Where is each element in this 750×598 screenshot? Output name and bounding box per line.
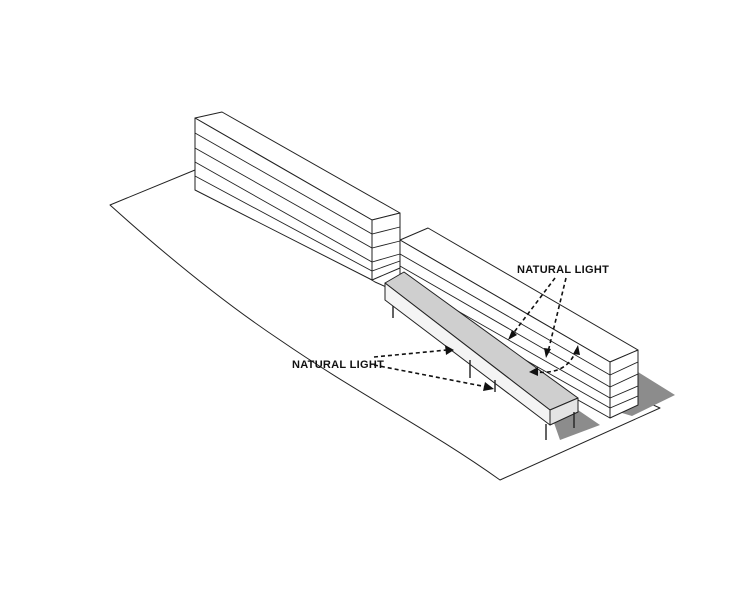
left-building [194, 111, 401, 281]
natural-light-label-right: NATURAL LIGHT [517, 264, 609, 276]
natural-light-arrows-left [373, 345, 494, 391]
elevated-slab [384, 271, 579, 440]
site-outline [109, 169, 661, 481]
natural-light-arrows-right [508, 277, 580, 376]
right-building [399, 227, 639, 419]
natural-light-label-left: NATURAL LIGHT [292, 359, 384, 371]
